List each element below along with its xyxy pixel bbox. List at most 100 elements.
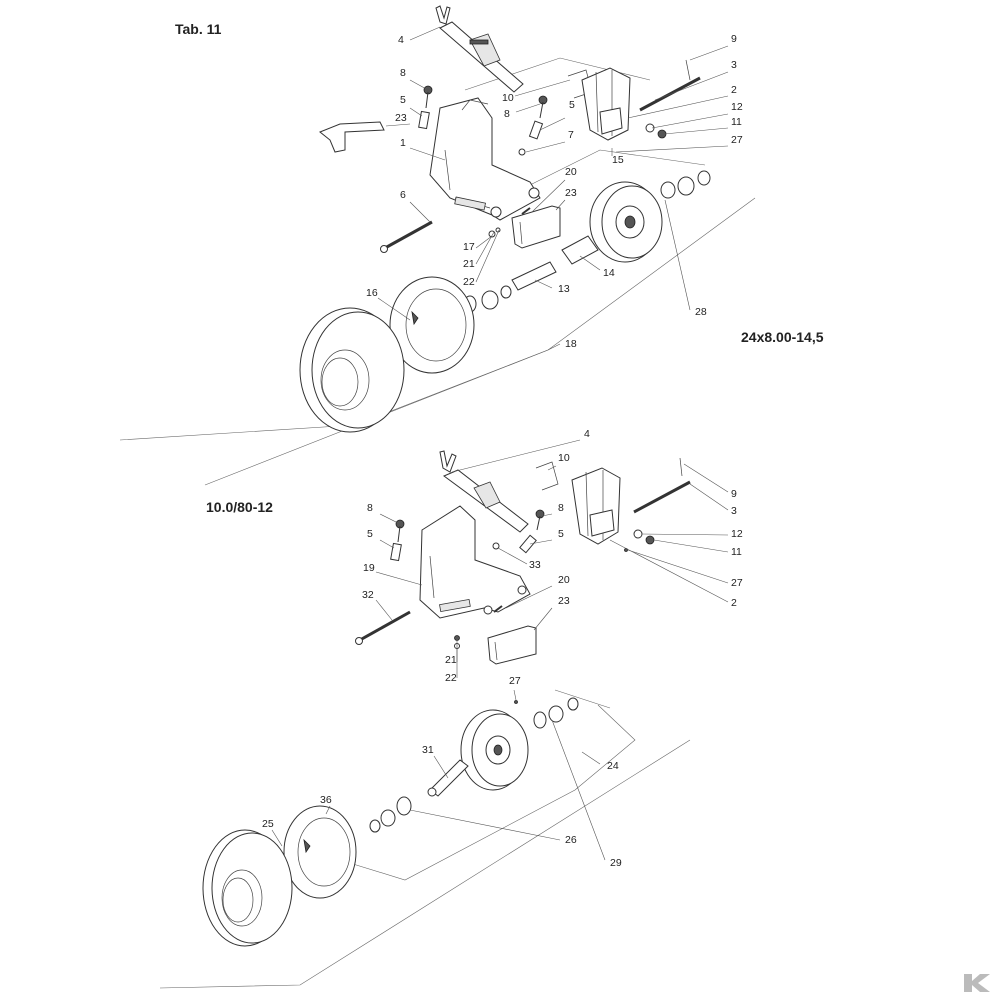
lower-assembly [159, 450, 691, 989]
upper-callout-23: 23 [565, 187, 577, 199]
lower-callout-4: 4 [584, 428, 590, 440]
upper-callout-2: 2 [731, 84, 737, 96]
upper-leader-7 [525, 141, 566, 153]
lower-leader-31 [433, 755, 449, 779]
lower-callout-8: 8 [367, 502, 373, 514]
upper-leader-17 [475, 235, 493, 249]
upper-callout-27: 27 [731, 134, 743, 146]
upper-leader-23 [385, 123, 411, 127]
upper-leader-20 [531, 179, 566, 213]
lower-leader-8 [379, 513, 401, 525]
lower-callout-11: 11 [731, 546, 742, 558]
upper-leader-4 [409, 26, 441, 41]
lower-callout-5: 5 [558, 528, 564, 540]
upper-callout-4: 4 [398, 34, 404, 46]
lower-callout-33: 33 [529, 559, 541, 571]
lower-callout-12: 12 [731, 528, 743, 540]
upper-callout-21: 21 [463, 258, 475, 270]
lower-callout-20: 20 [558, 574, 570, 586]
upper-leader-27 [615, 145, 729, 153]
lower-callout-9: 9 [731, 488, 737, 500]
upper-callout-20: 20 [565, 166, 577, 178]
upper-leader-13 [534, 279, 553, 289]
upper-leader-22 [475, 229, 500, 283]
lower-callout-24: 24 [607, 760, 619, 772]
upper-leader-21 [475, 231, 495, 265]
upper-callout-11: 11 [731, 116, 742, 128]
rim-15 [589, 181, 663, 263]
upper-frame-lines [119, 57, 756, 486]
axle-pin-3-lower [633, 480, 691, 514]
tire-16 [299, 307, 405, 433]
lower-leader-36 [325, 805, 331, 815]
rim-24 [460, 709, 529, 791]
upper-leader-8 [515, 103, 541, 113]
table-title: Tab. 11 [175, 21, 222, 37]
washer-21-22 [488, 227, 501, 238]
spindle-handle-4 [435, 5, 524, 93]
upper-callout-28: 28 [695, 306, 707, 318]
lower-leader-4 [451, 439, 581, 473]
bolt-8-right [538, 95, 548, 119]
lower-callout-23: 23 [558, 595, 570, 607]
lower-leader-25 [271, 829, 283, 847]
lower-leader-11 [653, 539, 729, 553]
lower-callout-32: 32 [362, 589, 374, 601]
u-bracket-23-lower [487, 625, 537, 665]
upper-callout-7: 7 [568, 129, 574, 141]
nut-11-lower [645, 535, 655, 545]
lower-callout-21: 21 [445, 654, 457, 666]
lower-leader-27 [627, 549, 729, 584]
upper-leader-28 [664, 199, 691, 311]
bracket-1 [429, 97, 541, 221]
lower-callout-26: 26 [565, 834, 577, 846]
upper-callout-5: 5 [569, 99, 575, 111]
upper-callout-8: 8 [400, 67, 406, 79]
upper-callout-16: 16 [366, 287, 378, 299]
upper-callout-9: 9 [731, 33, 737, 45]
upper-leader-16 [377, 297, 411, 321]
lower-leader-10 [547, 465, 557, 471]
upper-callout-8: 8 [504, 108, 510, 120]
upper-callout-14: 14 [603, 267, 615, 279]
lower-callout-27: 27 [509, 675, 521, 687]
bearings-29-right [533, 697, 579, 729]
u-bracket-23-right [511, 205, 561, 249]
upper-leader-2 [627, 95, 729, 119]
upper-leader-3 [654, 71, 729, 101]
bracket-19 [419, 505, 531, 619]
lower-callout-3: 3 [731, 505, 737, 517]
upper-tire-size-label: 24x8.00-14,5 [741, 329, 824, 345]
lower-callout-31: 31 [422, 744, 434, 756]
lower-leader-3 [689, 483, 729, 511]
upper-leader-1 [409, 147, 446, 161]
washer-12-lower [633, 529, 643, 539]
washer-12 [645, 123, 655, 133]
lower-callout-5: 5 [367, 528, 373, 540]
upper-callout-18: 18 [565, 338, 577, 350]
bolt-20-lower [493, 605, 503, 613]
lower-leader-32 [375, 599, 393, 621]
bolt-32 [355, 610, 411, 645]
u-bolt-10-lower [535, 461, 559, 491]
upper-leader-23 [555, 199, 566, 211]
upper-callout-23: 23 [395, 112, 407, 124]
lower-leader-2 [609, 539, 729, 603]
upper-callout-13: 13 [558, 283, 570, 295]
lower-leader-33 [497, 547, 528, 565]
upper-leader-6 [409, 201, 431, 223]
lower-callout-25: 25 [262, 818, 274, 830]
upper-callout-12: 12 [731, 101, 743, 113]
upper-leader-10 [514, 79, 571, 97]
upper-callout-15: 15 [612, 154, 624, 166]
spacer-tube-14 [561, 235, 599, 265]
split-pin-9-lower [679, 457, 683, 477]
lower-leader-12 [641, 533, 729, 536]
lower-callout-10: 10 [558, 452, 570, 464]
lower-callout-29: 29 [610, 857, 622, 869]
lower-callout-2: 2 [731, 597, 737, 609]
upper-assembly [119, 5, 756, 486]
upper-callout-10: 10 [502, 92, 514, 104]
upper-leader-11 [663, 127, 729, 135]
